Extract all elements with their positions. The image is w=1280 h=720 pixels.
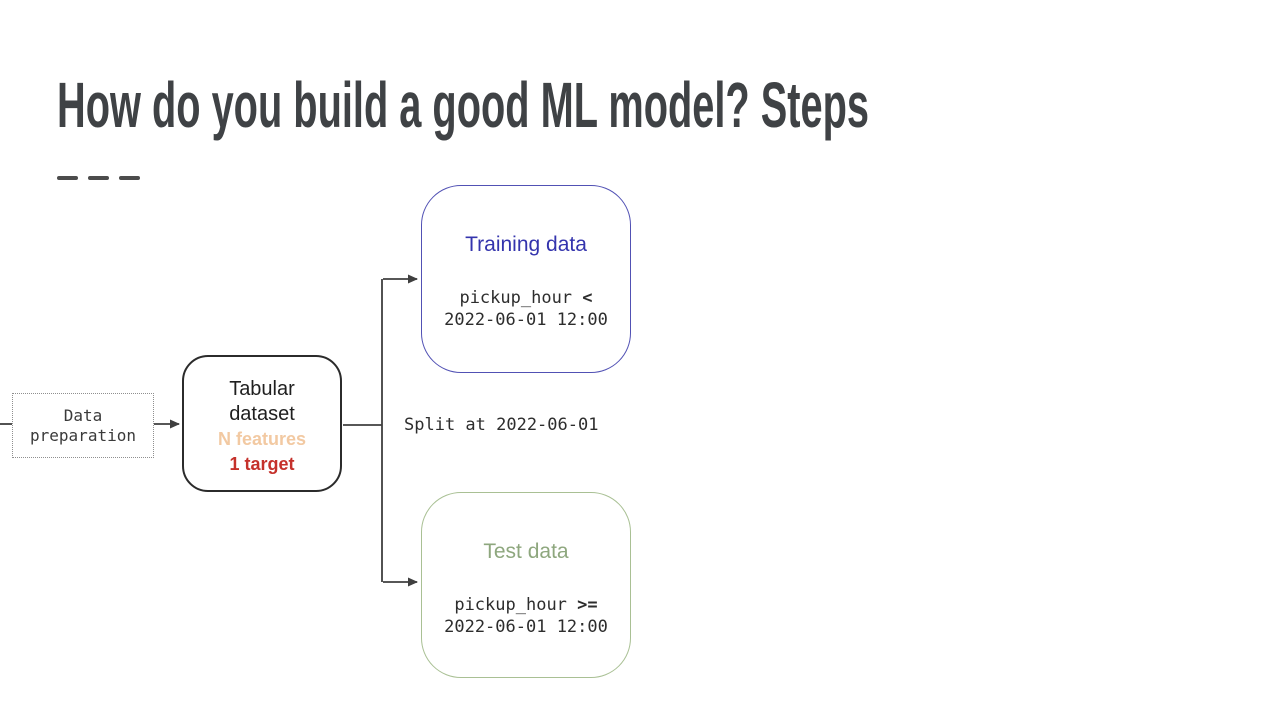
page-title-text: How do you build a good ML model? Steps	[57, 72, 869, 141]
training-condition-line1: pickup_hour <	[459, 288, 593, 308]
test-data-title: Test data	[483, 540, 569, 563]
title-underline-dashes	[57, 176, 140, 180]
test-data-box: Test data pickup_hour >= 2022-06-01 12:0…	[421, 492, 631, 678]
training-data-condition: pickup_hour < 2022-06-01 12:00	[422, 287, 630, 331]
page-title: How do you build a good ML model? Steps	[57, 72, 869, 141]
training-data-box: Training data pickup_hour < 2022-06-01 1…	[421, 185, 631, 373]
training-condition-line2: 2022-06-01 12:00	[444, 310, 608, 330]
split-annotation: Split at 2022-06-01	[404, 415, 599, 435]
underline-dash	[88, 176, 109, 180]
tabular-dataset-box: Tabular dataset N features 1 target	[182, 355, 342, 492]
test-condition-line1: pickup_hour >=	[454, 595, 598, 615]
data-preparation-label: Data preparation	[30, 405, 136, 445]
underline-dash	[119, 176, 140, 180]
training-data-title: Training data	[465, 233, 587, 256]
one-target-label: 1 target	[229, 454, 295, 474]
n-features-label: N features	[217, 429, 307, 449]
test-data-condition: pickup_hour >= 2022-06-01 12:00	[422, 594, 630, 638]
underline-dash	[57, 176, 78, 180]
data-preparation-box: Data preparation	[12, 393, 154, 458]
test-condition-line2: 2022-06-01 12:00	[444, 617, 608, 637]
tabular-dataset-title: Tabular dataset	[229, 378, 295, 425]
